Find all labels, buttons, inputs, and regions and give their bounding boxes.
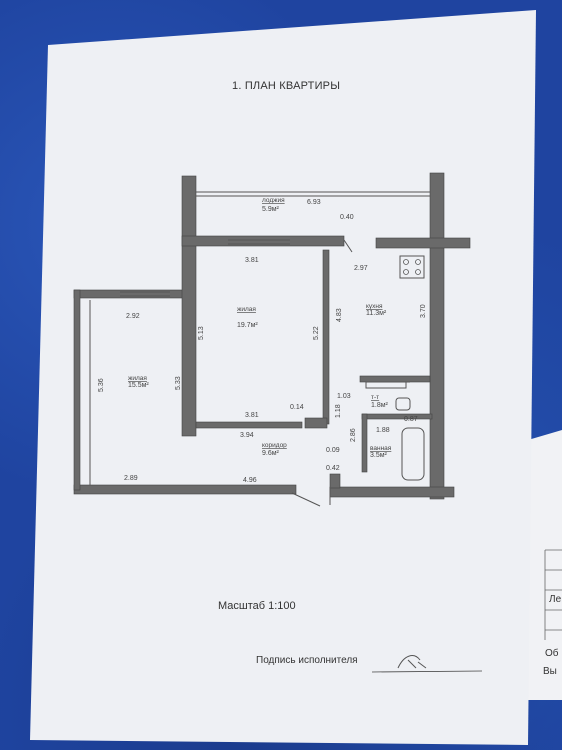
side-sheet-text-ob: Об <box>545 648 559 659</box>
scale-label: Масштаб 1:100 <box>218 600 296 612</box>
dim-loggia-width: 6.93 <box>307 199 321 206</box>
room-name-corridor: коридор <box>262 442 287 449</box>
dim-living-small-bottom: 2.89 <box>124 475 138 482</box>
dim-living-large-bottom: 3.81 <box>245 412 259 419</box>
room-area-corridor: 9.6м² <box>262 450 280 457</box>
dim-118: 1.18 <box>335 404 342 418</box>
dim-living-large-top: 3.81 <box>245 257 259 264</box>
room-area-living-small: 15.5м² <box>128 382 149 389</box>
dim-286: 2.86 <box>350 428 357 442</box>
handwritten-signature <box>397 655 427 669</box>
room-name-living-small: жилая <box>128 375 147 382</box>
dim-corridor-bottom: 4.96 <box>243 477 257 484</box>
dim-kitchen-left: 4.83 <box>336 308 343 322</box>
dim-kitchen-right: 3.70 <box>420 304 427 318</box>
room-name-kitchen: кухня <box>366 303 383 310</box>
dim-kitchen-top: 2.97 <box>354 265 368 272</box>
dim-living-small-top: 2.92 <box>126 313 140 320</box>
dim-009: 0.09 <box>326 447 340 454</box>
room-area-bathroom: 3.5м² <box>370 452 388 459</box>
dim-living-small-right: 5.33 <box>175 376 182 390</box>
dim-014: 0.14 <box>290 404 304 411</box>
dim-103: 1.03 <box>337 393 351 400</box>
dim-living-small-left: 5.36 <box>98 378 105 392</box>
room-name-toilet: т-т <box>371 394 379 401</box>
room-name-loggia: лоджия <box>262 197 285 204</box>
plan-title: 1. ПЛАН КВАРТИРЫ <box>232 80 341 92</box>
room-name-bathroom: ванная <box>370 445 392 452</box>
side-sheet-text-le: Ле <box>549 594 562 605</box>
dim-loggia-depth: 0.40 <box>340 214 354 221</box>
room-area-living-large: 19.7м² <box>237 322 258 329</box>
room-area-kitchen: 11.3м² <box>366 310 387 317</box>
dim-042: 0.42 <box>326 465 340 472</box>
signature-label: Подпись исполнителя <box>256 655 358 666</box>
dim-corridor-top: 3.94 <box>240 432 254 439</box>
room-area-toilet: 1.8м² <box>371 402 389 409</box>
dim-living-large-right: 5.22 <box>313 326 320 340</box>
room-name-living-large: жилая <box>237 306 256 313</box>
signature-line <box>371 670 483 673</box>
dim-188: 1.88 <box>376 427 390 434</box>
room-area-loggia: 5.9м² <box>262 206 280 213</box>
side-sheet-text-vy: Вы <box>543 666 557 677</box>
dim-living-large-left: 5.13 <box>198 326 205 340</box>
dim-087: 0.87 <box>404 416 418 423</box>
